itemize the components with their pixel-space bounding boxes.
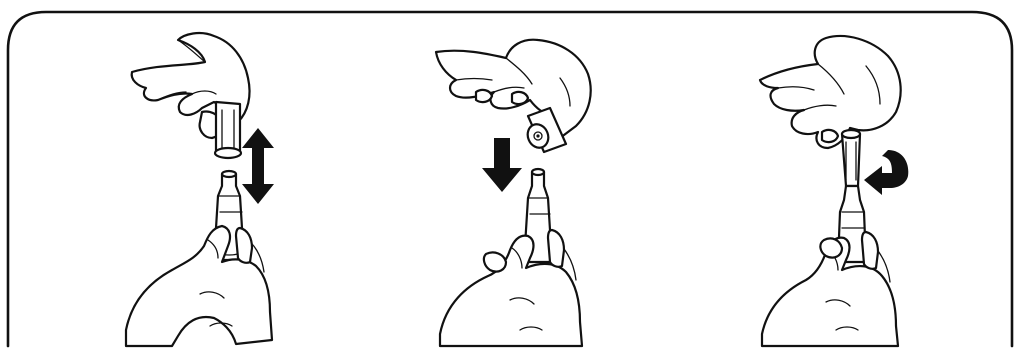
figure-border: [6, 10, 1014, 348]
step-2-panel: [434, 38, 592, 348]
step-3-rotate-arrow: [864, 150, 909, 195]
step-3-cap: [840, 128, 862, 188]
step-2-lower-hand: [438, 228, 584, 348]
step-3-lower-hand: [760, 230, 900, 348]
step-2-cap: [526, 106, 568, 154]
step-1-double-arrow: [242, 128, 274, 204]
step-1-panel: [124, 31, 274, 348]
step-1-lower-hand: [124, 224, 274, 348]
step-3-panel: [758, 34, 909, 348]
step-3-upper-hand: [758, 34, 902, 150]
step-2-upper-hand: [434, 38, 592, 140]
step-2-down-arrow: [482, 138, 522, 192]
step-1-cap: [213, 100, 243, 160]
